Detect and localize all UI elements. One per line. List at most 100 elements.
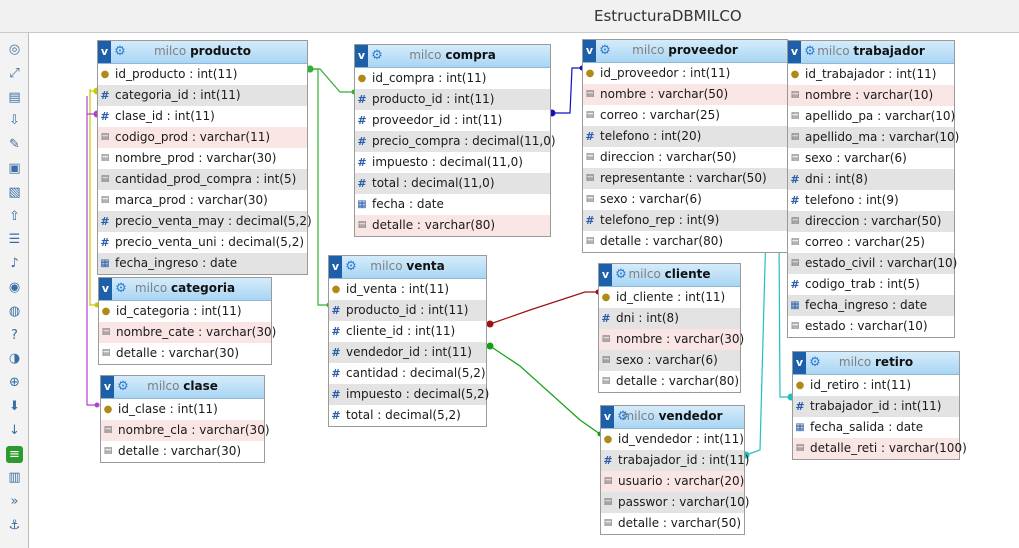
download-icon[interactable]: ↓	[9, 422, 20, 438]
table-column[interactable]: ▤codigo_prod : varchar(11)	[98, 127, 307, 148]
table-column[interactable]: ▤sexo : varchar(6)	[583, 189, 787, 210]
table-column[interactable]: #cliente_id : int(11)	[329, 321, 486, 342]
table-clase[interactable]: v⚙milco clase●id_clase : int(11)▤nombre_…	[100, 375, 270, 463]
toggle-columns-icon[interactable]: v	[99, 278, 112, 300]
table-header[interactable]: v⚙milco cliente	[599, 264, 740, 287]
table-column[interactable]: ●id_proveedor : int(11)	[583, 63, 787, 84]
gear-icon[interactable]: ⚙	[617, 409, 629, 424]
gear-icon[interactable]: ⚙	[615, 267, 627, 282]
anchor-icon[interactable]: ⚓	[8, 518, 21, 533]
gear-icon[interactable]: ⚙	[117, 379, 129, 394]
table-column[interactable]: ▤nombre : varchar(10)	[788, 85, 954, 106]
table-venta[interactable]: v⚙milco venta●id_venta : int(11)#product…	[328, 255, 489, 427]
small-icon[interactable]: ◑	[8, 351, 21, 367]
fit-icon[interactable]: ⤢	[9, 65, 20, 81]
table-column[interactable]: #impuesto : decimal(11,0)	[355, 152, 550, 173]
table-column[interactable]: ▤passwor : varchar(10)	[601, 492, 749, 513]
table-column[interactable]: ●id_retiro : int(11)	[793, 375, 959, 396]
table-column[interactable]: ●id_clase : int(11)	[101, 399, 264, 420]
relation-icon[interactable]: ≡	[6, 445, 23, 463]
table-column[interactable]: #proveedor_id : int(11)	[355, 110, 550, 131]
table-vendedor[interactable]: v⚙milco vendedor●id_vendedor : int(11)#t…	[600, 405, 749, 535]
export-icon[interactable]: ⇩	[9, 113, 20, 129]
table-column[interactable]: ●id_trabajador : int(11)	[788, 64, 954, 85]
table-column[interactable]: #impuesto : decimal(5,2)	[329, 384, 489, 405]
table-column[interactable]: ▦fecha_salida : date	[793, 417, 959, 438]
table-header[interactable]: v⚙milco producto	[98, 41, 307, 64]
toggle-columns-icon[interactable]: v	[355, 45, 368, 67]
table-column[interactable]: ▤marca_prod : varchar(30)	[98, 190, 307, 211]
table-header[interactable]: v⚙milco retiro	[793, 352, 959, 375]
table-column[interactable]: ▤cantidad_prod_compra : int(5)	[98, 169, 307, 190]
table-column[interactable]: ▤nombre : varchar(30)	[599, 329, 744, 350]
edit-icon[interactable]: ✎	[9, 137, 20, 153]
table-column[interactable]: ●id_venta : int(11)	[329, 279, 486, 300]
table-trabajador[interactable]: v⚙milco trabajador●id_trabajador : int(1…	[787, 40, 959, 338]
table-column[interactable]: ●id_compra : int(11)	[355, 68, 550, 89]
add-table-icon[interactable]: ▤	[8, 89, 21, 105]
table-column[interactable]: #precio_compra : decimal(11,0)	[355, 131, 556, 152]
gear-icon[interactable]: ⚙	[599, 43, 611, 58]
table-column[interactable]: ▦fecha_ingreso : date	[788, 295, 954, 316]
table-column[interactable]: ▤detalle : varchar(80)	[583, 231, 787, 252]
table-column[interactable]: ▤detalle : varchar(30)	[99, 343, 271, 364]
table-column[interactable]: ●id_producto : int(11)	[98, 64, 307, 85]
table-column[interactable]: ▤correo : varchar(25)	[583, 105, 787, 126]
toggle-columns-icon[interactable]: v	[329, 256, 342, 278]
table-column[interactable]: ▤apellido_ma : varchar(10)	[788, 127, 959, 148]
load-icon[interactable]: ⇧	[9, 208, 20, 224]
toggle-icon[interactable]: ◉	[8, 280, 21, 295]
table-header[interactable]: v⚙milco trabajador	[788, 41, 954, 64]
table-column[interactable]: #total : decimal(5,2)	[329, 405, 486, 426]
table-header[interactable]: v⚙milco venta	[329, 256, 486, 279]
save-as-icon[interactable]: ▧	[8, 184, 21, 200]
table-column[interactable]: ▦fecha_ingreso : date	[98, 253, 307, 274]
table-column[interactable]: ▤direccion : varchar(50)	[583, 147, 787, 168]
table-compra[interactable]: v⚙milco compra●id_compra : int(11)#produ…	[354, 44, 556, 237]
table-column[interactable]: ▤direccion : varchar(50)	[788, 211, 954, 232]
table-column[interactable]: #producto_id : int(11)	[355, 89, 550, 110]
gear-icon[interactable]: ⚙	[115, 281, 127, 296]
table-column[interactable]: #codigo_trab : int(5)	[788, 274, 954, 295]
toggle-columns-icon[interactable]: v	[793, 352, 806, 374]
table-column[interactable]: ▤correo : varchar(25)	[788, 232, 954, 253]
list-icon[interactable]: ☰	[8, 232, 21, 248]
table-column[interactable]: #telefono_rep : int(9)	[583, 210, 787, 231]
toggle-columns-icon[interactable]: v	[101, 376, 114, 398]
table-column[interactable]: #trabajador_id : int(11)	[793, 396, 959, 417]
table-column[interactable]: ▤detalle_reti : varchar(100)	[793, 438, 967, 459]
table-column[interactable]: #producto_id : int(11)	[329, 300, 486, 321]
table-column[interactable]: #cantidad : decimal(5,2)	[329, 363, 486, 384]
gear-icon[interactable]: ⚙	[371, 48, 383, 63]
table-column[interactable]: ▤usuario : varchar(20)	[601, 471, 744, 492]
help-icon[interactable]: ?	[11, 327, 18, 343]
table-column[interactable]: #telefono : int(9)	[788, 190, 954, 211]
gear-icon[interactable]: ⚙	[809, 355, 821, 370]
table-column[interactable]: ▤detalle : varchar(30)	[101, 441, 264, 462]
down-icon[interactable]: ⬇	[9, 399, 20, 414]
table-column[interactable]: #dni : int(8)	[788, 169, 954, 190]
designer-canvas[interactable]: v⚙milco producto●id_producto : int(11)#c…	[30, 34, 1019, 548]
table-retiro[interactable]: v⚙milco retiro●id_retiro : int(11)#traba…	[792, 351, 967, 460]
gear-icon[interactable]: ⚙	[345, 259, 357, 274]
table-header[interactable]: v⚙milco categoria	[99, 278, 271, 301]
table-categoria[interactable]: v⚙milco categoria●id_categoria : int(11)…	[98, 277, 276, 365]
table-column[interactable]: ▤detalle : varchar(80)	[355, 215, 550, 236]
table-column[interactable]: #trabajador_id : int(11)	[601, 450, 749, 471]
table-header[interactable]: v⚙milco proveedor	[583, 40, 787, 63]
gear-icon[interactable]: ⚙	[114, 44, 126, 59]
toggle-columns-icon[interactable]: v	[788, 41, 801, 63]
table-column[interactable]: ▤sexo : varchar(6)	[788, 148, 954, 169]
table-column[interactable]: ▤nombre_cla : varchar(30)	[101, 420, 270, 441]
table-column[interactable]: ▤detalle : varchar(50)	[601, 513, 744, 534]
table-column[interactable]: ●id_vendedor : int(11)	[601, 429, 744, 450]
table-column[interactable]: #categoria_id : int(11)	[98, 85, 307, 106]
toggle-columns-icon[interactable]: v	[98, 41, 111, 63]
toggle-columns-icon[interactable]: v	[599, 264, 612, 286]
table-column[interactable]: #dni : int(8)	[599, 308, 740, 329]
table-column[interactable]: ▤nombre : varchar(50)	[583, 84, 787, 105]
table-column[interactable]: ●id_categoria : int(11)	[99, 301, 271, 322]
table-column[interactable]: ▦fecha : date	[355, 194, 550, 215]
toggle-columns-icon[interactable]: v	[601, 406, 614, 428]
table-column[interactable]: ▤nombre_prod : varchar(30)	[98, 148, 307, 169]
